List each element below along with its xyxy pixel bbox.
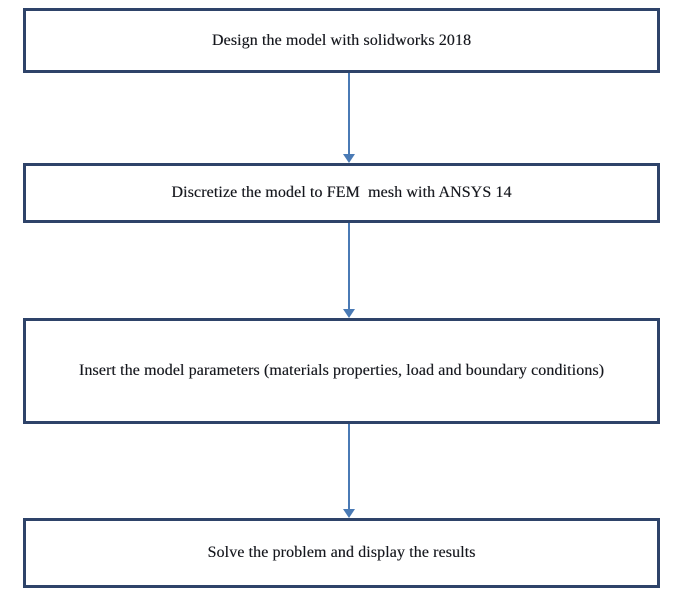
arrow-shaft (348, 424, 350, 509)
flow-connector-1 (340, 73, 357, 163)
flow-step-box-4: Solve the problem and display the result… (23, 518, 660, 588)
flow-step-box-3: Insert the model parameters (materials p… (23, 318, 660, 424)
flow-step-label-3: Insert the model parameters (materials p… (78, 362, 605, 380)
arrow-shaft (348, 73, 350, 154)
arrow-shaft (348, 223, 350, 309)
arrow-down-icon (343, 154, 355, 163)
arrow-down-icon (343, 309, 355, 318)
flow-step-label-1: Design the model with solidworks 2018 (211, 31, 472, 49)
flow-step-label-2: Discretize the model to FEM mesh with AN… (171, 184, 512, 202)
flow-step-label-4: Solve the problem and display the result… (207, 544, 476, 562)
arrow-down-icon (343, 509, 355, 518)
flow-step-box-2: Discretize the model to FEM mesh with AN… (23, 163, 660, 223)
flow-connector-3 (340, 424, 357, 518)
flow-connector-2 (340, 223, 357, 318)
flow-step-box-1: Design the model with solidworks 2018 (23, 8, 660, 73)
